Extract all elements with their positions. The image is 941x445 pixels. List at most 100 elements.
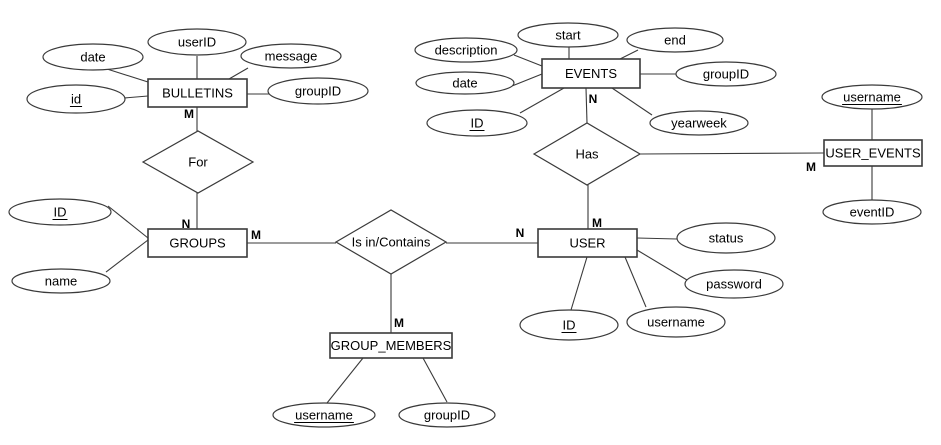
cardinality-events-has-n: N <box>589 92 598 106</box>
attribute-events-date: date <box>415 71 515 95</box>
entity-box <box>537 228 638 258</box>
attribute-bulletins-message: message <box>240 43 342 69</box>
attribute-label: ID <box>471 116 484 131</box>
attribute-ellipse <box>675 61 777 87</box>
cardinality-groups-isin-m: M <box>251 228 261 242</box>
attribute-label: ID <box>563 318 576 333</box>
attribute-ellipse <box>822 199 922 225</box>
attribute-ellipse <box>649 110 749 136</box>
attribute-label: start <box>555 28 581 43</box>
attribute-ellipse <box>626 27 724 53</box>
attribute-group-members-groupid: groupID <box>398 402 496 428</box>
entity-label: EVENTS <box>565 66 617 81</box>
connector-events-to-has <box>585 87 588 124</box>
attribute-user-id: ID <box>519 309 619 341</box>
attribute-groups-name: name <box>11 268 111 294</box>
relationship-label: For <box>188 155 208 170</box>
attribute-bulletins-userid: userID <box>147 28 247 56</box>
cardinality-isin-user-n: N <box>516 226 525 240</box>
relationship-label: Has <box>575 147 599 162</box>
attribute-ellipse <box>42 43 144 71</box>
relationship-diamond <box>532 122 642 186</box>
connector-yearweek-to-events <box>611 87 653 116</box>
cardinality-isin-groupmembers-m: M <box>394 316 404 330</box>
attribute-label: status <box>709 231 744 246</box>
attribute-label: groupID <box>424 408 470 423</box>
attribute-events-description: description <box>414 37 518 63</box>
relationship-diamond <box>334 209 448 275</box>
entity-user-events: USER_EVENTS <box>823 139 923 167</box>
attribute-label: date <box>452 76 477 91</box>
entity-box <box>541 58 641 89</box>
entity-box <box>147 228 248 258</box>
attribute-ellipse <box>821 84 923 110</box>
connector-password-to-user <box>636 249 688 281</box>
connector-id-to-bulletins <box>123 95 149 99</box>
attribute-label: username <box>843 90 901 105</box>
attribute-ellipse <box>26 84 126 114</box>
attribute-groups-id: ID <box>8 198 112 226</box>
attribute-label: password <box>706 277 762 292</box>
attribute-user-events-username: username <box>821 84 923 110</box>
attribute-label: id <box>71 92 81 107</box>
attribute-label: userID <box>178 35 216 50</box>
connector-groupid-to-groupmembers <box>422 357 448 403</box>
entity-box <box>329 332 453 359</box>
relationship-diamond <box>141 130 255 194</box>
connector-message-to-bulletins <box>228 67 249 80</box>
attribute-user-password: password <box>684 269 784 299</box>
attribute-label: date <box>80 50 105 65</box>
attribute-label: username <box>295 408 353 423</box>
attribute-group-members-username: username <box>272 402 376 428</box>
cardinality-has-userevents-m: M <box>806 160 816 174</box>
attribute-user-status: status <box>676 222 776 254</box>
attribute-bulletins-id: id <box>26 84 126 114</box>
connector-description-to-events <box>513 54 543 67</box>
connector-status-to-user <box>636 237 678 240</box>
attribute-bulletins-date: date <box>42 43 144 71</box>
attribute-ellipse <box>272 402 376 428</box>
attribute-label: username <box>647 315 705 330</box>
entity-groups: GROUPS <box>147 228 248 258</box>
attribute-label: groupID <box>703 67 749 82</box>
attribute-ellipse <box>267 77 369 105</box>
connector-id-to-events <box>519 87 565 114</box>
attribute-ellipse <box>519 309 619 341</box>
entity-box <box>823 139 923 167</box>
connector-username-to-user <box>624 256 647 308</box>
relationship-has: Has <box>532 122 642 186</box>
cardinality-has-user-m: M <box>592 216 602 230</box>
entity-label: GROUP_MEMBERS <box>331 338 452 353</box>
cardinality-bulletins-for-m: M <box>184 107 194 121</box>
attribute-ellipse <box>11 268 111 294</box>
attribute-label: end <box>664 33 686 48</box>
relationship-for: For <box>141 130 255 194</box>
attribute-ellipse <box>626 306 726 338</box>
relationship-is-in-contains: Is in/Contains <box>334 209 448 275</box>
connector-date-to-bulletins <box>106 68 149 83</box>
attribute-ellipse <box>676 222 776 254</box>
attribute-ellipse <box>517 22 619 48</box>
attribute-label: ID <box>54 205 67 220</box>
attribute-events-end: end <box>626 27 724 53</box>
attribute-ellipse <box>684 269 784 299</box>
entity-label: USER_EVENTS <box>825 146 921 161</box>
attribute-events-yearweek: yearweek <box>649 110 749 136</box>
entity-events: EVENTS <box>541 58 641 89</box>
attribute-events-groupid: groupID <box>675 61 777 87</box>
attribute-ellipse <box>398 402 496 428</box>
attribute-user-events-eventid: eventID <box>822 199 922 225</box>
connector-name-to-groups <box>105 239 149 273</box>
cardinality-for-groups-n: N <box>182 217 191 231</box>
entity-label: USER <box>569 236 605 251</box>
attribute-ellipse <box>147 28 247 56</box>
connector-id-to-user <box>570 256 588 311</box>
attribute-ellipse <box>414 37 518 63</box>
attribute-ellipse <box>240 43 342 69</box>
attribute-label: description <box>435 43 498 58</box>
attribute-label: name <box>45 274 78 289</box>
entity-label: GROUPS <box>169 236 226 251</box>
connector-username-to-groupmembers <box>326 357 364 404</box>
connector-end-to-events <box>619 49 639 60</box>
